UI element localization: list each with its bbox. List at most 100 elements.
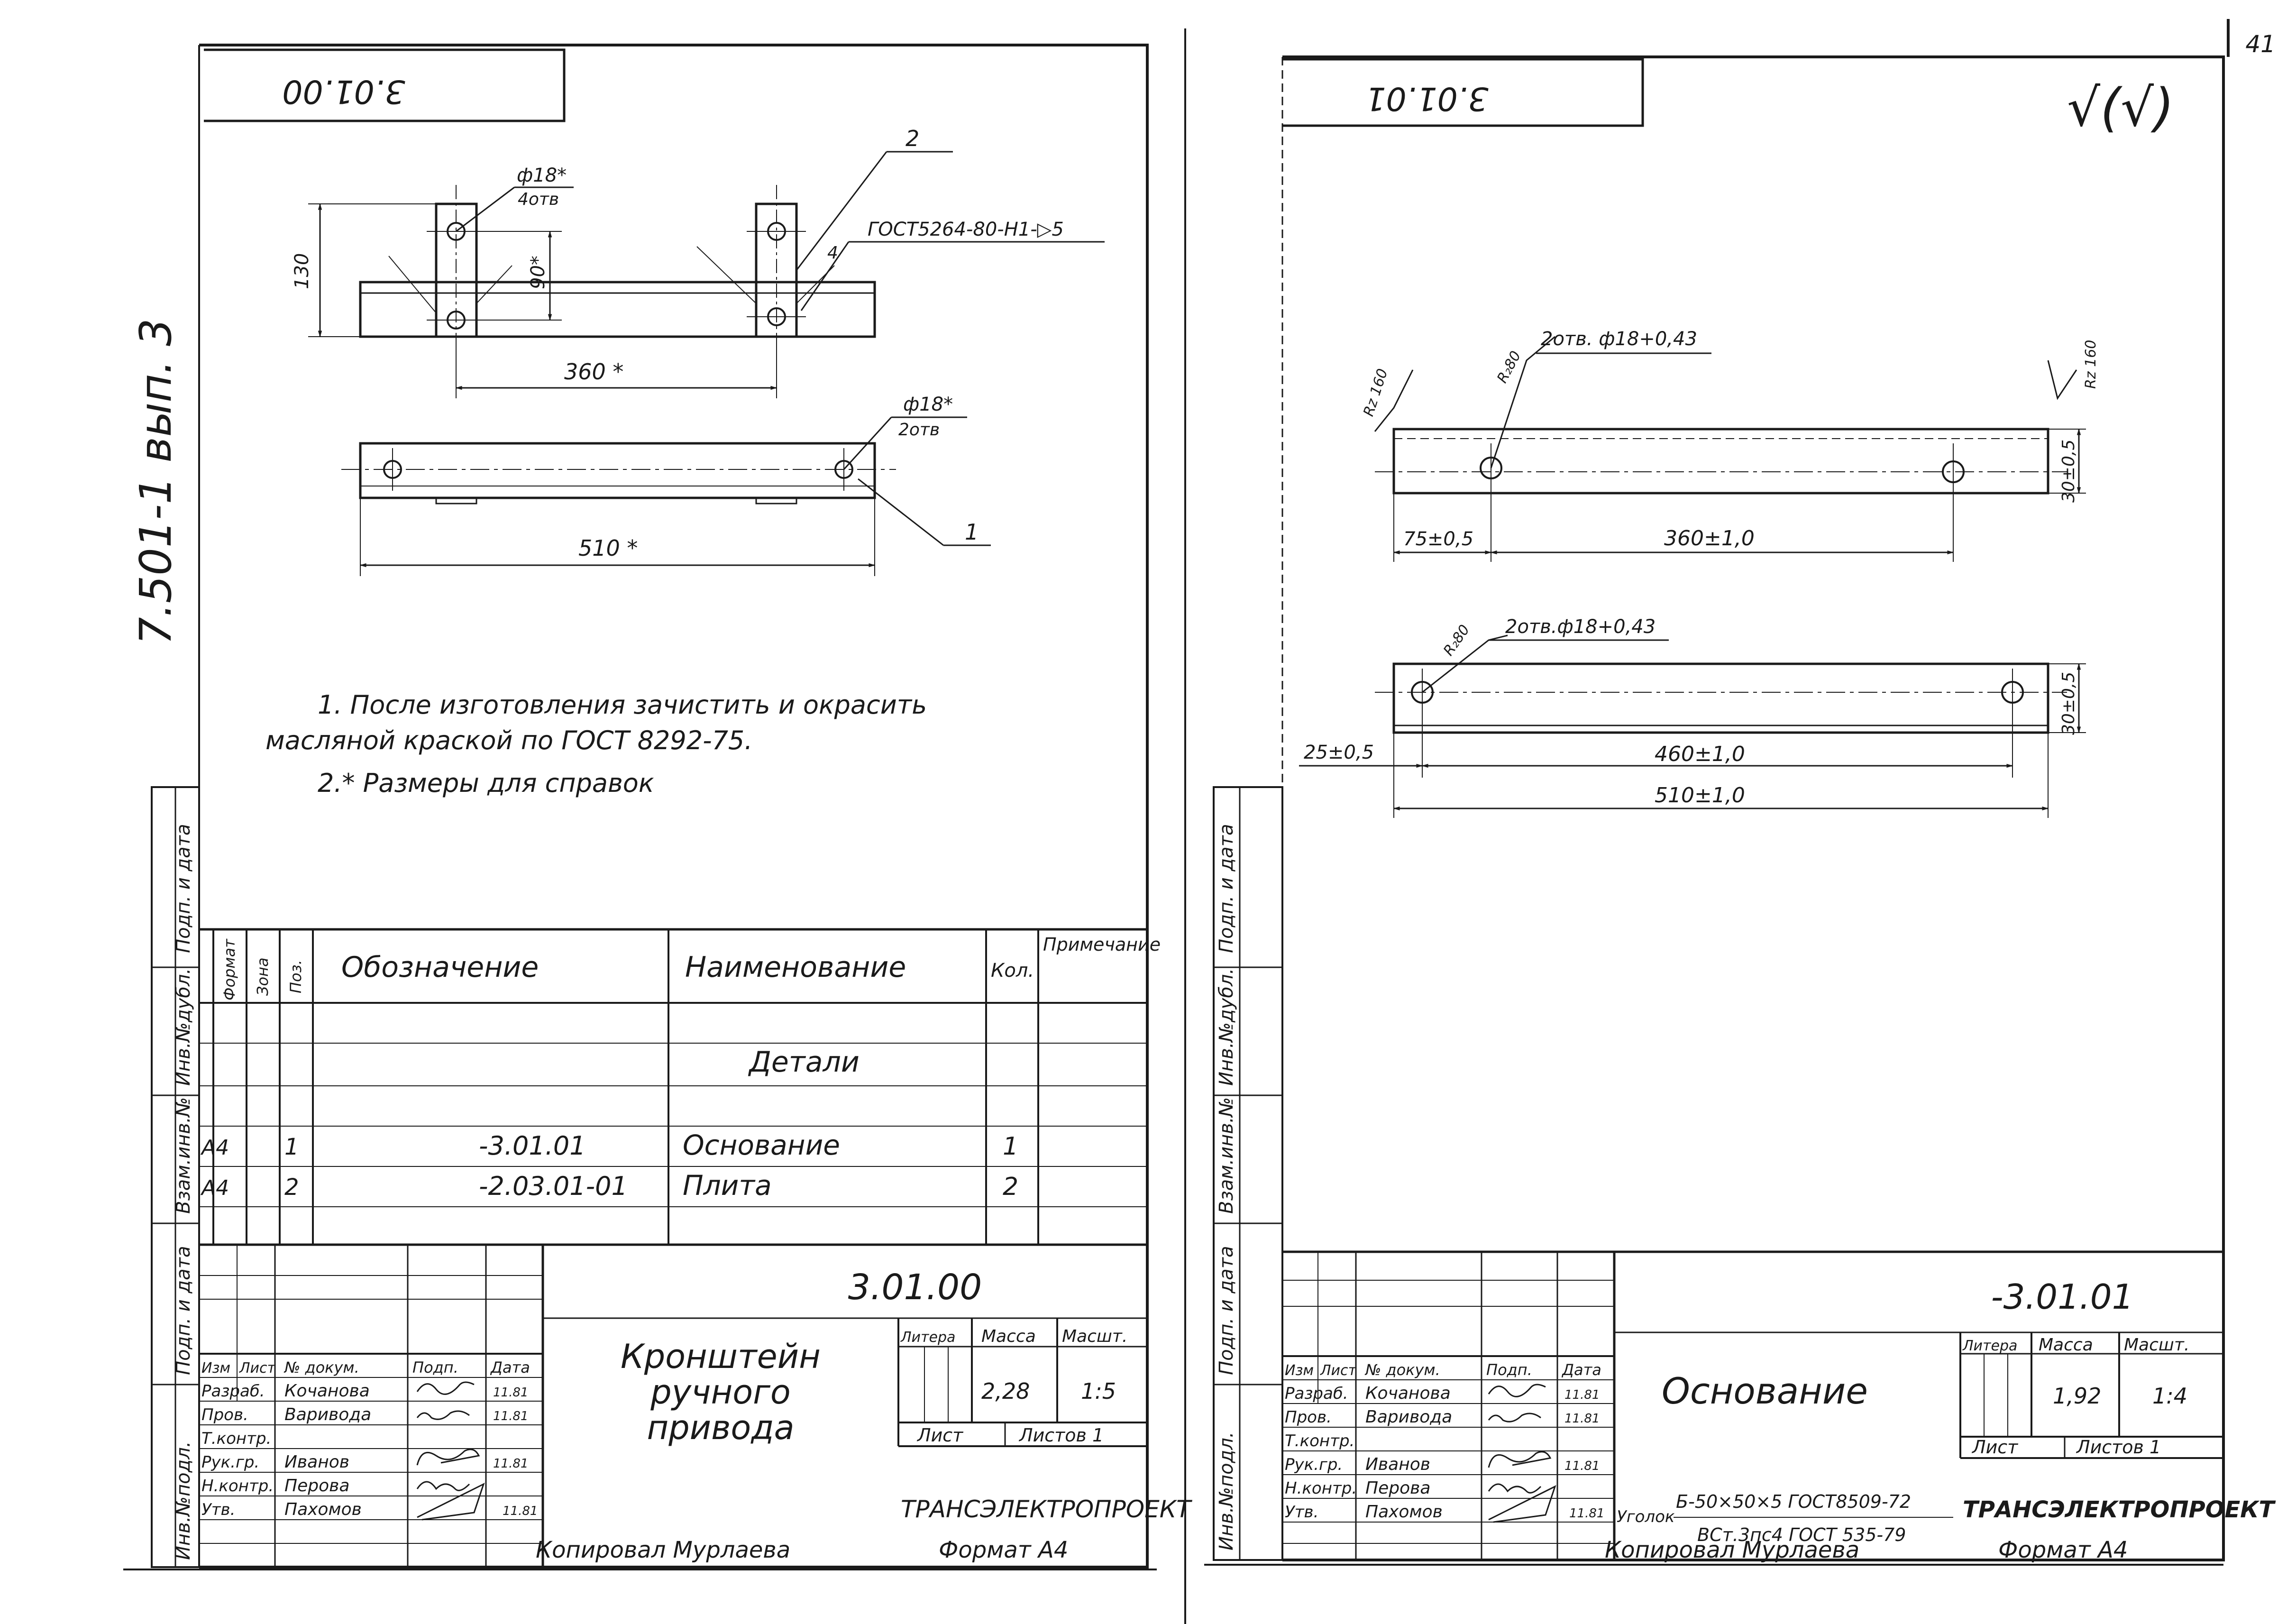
svg-text:А4: А4 <box>200 1176 229 1200</box>
svg-text:Формат: Формат <box>220 938 238 1000</box>
svg-text:4: 4 <box>827 243 838 263</box>
svg-text:11.81: 11.81 <box>1564 1388 1600 1402</box>
right-title-block: Изм Лист № докум. Подп. Дата Разраб. Коч… <box>1282 1250 2276 1560</box>
svg-text:Кронштейн: Кронштейн <box>621 1337 821 1376</box>
svg-text:-3.01.01: -3.01.01 <box>479 1131 586 1161</box>
svg-text:Иванов: Иванов <box>284 1452 349 1472</box>
svg-text:Листов 1: Листов 1 <box>1018 1425 1104 1446</box>
svg-text:ручного: ручного <box>650 1373 790 1412</box>
right-sheet: Подп. и дата Инв.№дубл. Взам.инв.№ Подп.… <box>1204 55 2276 1566</box>
svg-text:Зона: Зона <box>254 957 272 996</box>
svg-text:360±1,0: 360±1,0 <box>1664 526 1755 551</box>
svg-text:Перова: Перова <box>284 1476 349 1496</box>
svg-text:ТРАНСЭЛЕКТРОПРОЕКТ: ТРАНСЭЛЕКТРОПРОЕКТ <box>1963 1496 2276 1523</box>
note-line-2: масляной краской по ГОСТ 8292-75. <box>265 725 752 755</box>
note-line-1: 1. После изготовления зачистить и окраси… <box>318 690 927 720</box>
left-top-view: ф18* 2отв 1 510 * <box>341 394 991 576</box>
svg-text:130: 130 <box>291 253 313 289</box>
svg-text:Кочанова: Кочанова <box>284 1381 370 1401</box>
svg-text:ТРАНСЭЛЕКТРОПРОЕКТ: ТРАНСЭЛЕКТРОПРОЕКТ <box>901 1496 1192 1523</box>
svg-text:25±0,5: 25±0,5 <box>1304 742 1374 763</box>
svg-text:Литера: Литера <box>1962 1338 2017 1354</box>
series-label: 7.501-1 вып. 3 <box>130 319 181 645</box>
svg-text:Утв.: Утв. <box>1285 1503 1318 1522</box>
svg-text:Пров.: Пров. <box>201 1405 248 1424</box>
side-label-4: Инв.№дубл. <box>173 968 194 1086</box>
svg-text:460±1,0: 460±1,0 <box>1655 742 1745 766</box>
svg-text:11.81: 11.81 <box>493 1457 528 1471</box>
svg-text:510 *: 510 * <box>578 535 638 561</box>
svg-text:Лист: Лист <box>1320 1362 1357 1379</box>
svg-text:R₂80: R₂80 <box>1440 622 1473 659</box>
left-sheet: Подп. и дата Инв.№дубл. Взам.инв.№ Подп.… <box>123 44 1192 1570</box>
svg-text:2: 2 <box>1003 1173 1018 1201</box>
svg-text:Кочанова: Кочанова <box>1365 1384 1451 1403</box>
svg-text:3.01.01: 3.01.01 <box>1365 80 1489 117</box>
svg-text:Поз.: Поз. <box>287 960 305 993</box>
svg-text:-3.01.01: -3.01.01 <box>1991 1277 2134 1317</box>
side-label-2: Подп. и дата <box>173 1246 194 1375</box>
svg-text:11.81: 11.81 <box>493 1409 528 1423</box>
svg-text:360 *: 360 * <box>564 359 623 385</box>
svg-text:1:5: 1:5 <box>1081 1378 1116 1404</box>
svg-text:Рук.гр.: Рук.гр. <box>201 1453 259 1472</box>
svg-text:Обозначение: Обозначение <box>341 951 539 984</box>
svg-text:1: 1 <box>284 1134 299 1160</box>
svg-text:Подп.: Подп. <box>412 1358 458 1376</box>
left-copied-by: Копировал Мурлаева <box>536 1537 790 1563</box>
svg-text:Варивода: Варивода <box>1365 1407 1452 1427</box>
svg-text:Листов 1: Листов 1 <box>2076 1437 2161 1458</box>
right-side-label-2: Подп. и дата <box>1216 1246 1237 1375</box>
svg-text:Варивода: Варивода <box>284 1405 371 1424</box>
svg-text:Пахомов: Пахомов <box>1365 1502 1443 1522</box>
svg-text:Основание: Основание <box>683 1129 840 1161</box>
svg-text:2отв: 2отв <box>898 420 940 440</box>
right-side-label-1: Инв.№подл. <box>1216 1431 1237 1551</box>
svg-text:Масшт.: Масшт. <box>1062 1327 1127 1346</box>
svg-text:30±0,5: 30±0,5 <box>2059 440 2078 503</box>
svg-text:Подп.: Подп. <box>1486 1361 1532 1379</box>
note-line-3: 2.* Размеры для справок <box>318 768 654 798</box>
svg-text:Лист: Лист <box>1971 1437 2019 1458</box>
svg-text:4отв: 4отв <box>518 190 559 209</box>
roughness-symbol: √(√) <box>2067 77 2174 138</box>
svg-text:Плита: Плита <box>683 1169 772 1202</box>
side-label-1: Инв.№подл. <box>173 1441 194 1560</box>
svg-text:Пров.: Пров. <box>1285 1408 1332 1427</box>
svg-text:Н.контр.: Н.контр. <box>201 1477 274 1496</box>
svg-text:2,28: 2,28 <box>981 1378 1030 1404</box>
svg-text:30±0,5: 30±0,5 <box>2059 672 2078 735</box>
svg-text:Лист: Лист <box>916 1425 964 1446</box>
svg-text:11.81: 11.81 <box>503 1504 538 1518</box>
svg-text:11.81: 11.81 <box>1569 1506 1604 1521</box>
side-label-3: Взам.инв.№ <box>173 1097 194 1214</box>
left-spec-table: Формат Зона Поз. Обозначение Наименовани… <box>199 928 1161 1245</box>
svg-text:90*: 90* <box>527 256 549 289</box>
svg-text:Т.контр.: Т.контр. <box>201 1429 271 1448</box>
svg-text:Rz 160: Rz 160 <box>1360 367 1391 418</box>
right-format-label: Формат А4 <box>1998 1537 2128 1563</box>
svg-text:Дата: Дата <box>1561 1361 1601 1379</box>
page-number: 41 <box>2245 30 2276 58</box>
svg-text:ф18*: ф18* <box>517 165 567 186</box>
svg-text:Rz 160: Rz 160 <box>2083 340 2099 389</box>
left-title-block: Изм Лист № докум. Подп. Дата Разраб. Коч… <box>199 1243 1192 1567</box>
svg-text:Разраб.: Разраб. <box>1285 1384 1348 1403</box>
svg-text:№ докум.: № докум. <box>284 1358 359 1376</box>
svg-text:Литера: Литера <box>900 1329 955 1346</box>
svg-text:-2.03.01-01: -2.03.01-01 <box>479 1171 628 1201</box>
svg-text:Дата: Дата <box>490 1358 530 1376</box>
right-side-label-3: Взам.инв.№ <box>1216 1097 1237 1214</box>
svg-text:Рук.гр.: Рук.гр. <box>1285 1455 1343 1474</box>
right-side-label-5: Подп. и дата <box>1216 824 1237 953</box>
svg-text:1: 1 <box>1003 1132 1018 1161</box>
svg-text:1: 1 <box>965 519 979 545</box>
left-side-stamp: Подп. и дата Инв.№дубл. Взам.инв.№ Подп.… <box>151 786 200 1568</box>
svg-text:№ докум.: № докум. <box>1364 1361 1440 1379</box>
svg-text:Наименование: Наименование <box>685 951 906 984</box>
left-code-box: 3.01.00 <box>204 48 566 122</box>
svg-text:Изм: Изм <box>201 1360 230 1376</box>
svg-text:Примечание: Примечание <box>1043 934 1161 955</box>
svg-text:Уголок: Уголок <box>1617 1507 1675 1526</box>
